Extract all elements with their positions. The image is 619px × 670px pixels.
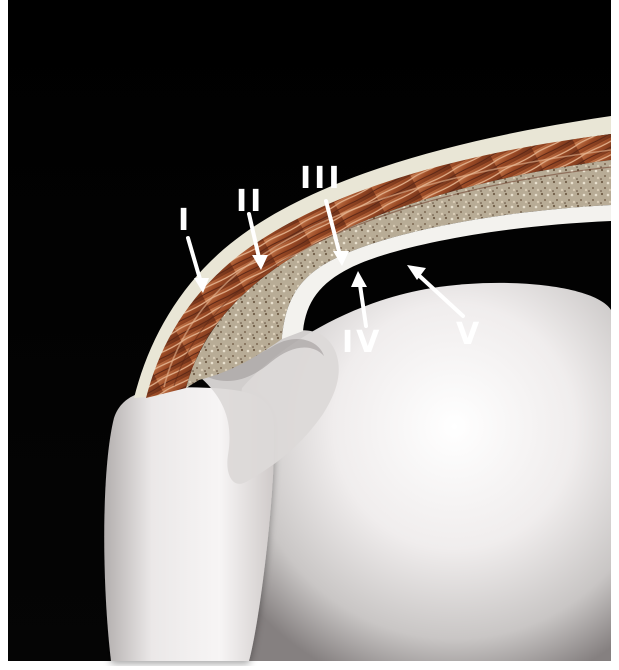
- label-layer-i: I: [178, 203, 192, 238]
- label-layer-iv: IV: [342, 325, 382, 360]
- label-layer-iii: III: [300, 161, 343, 196]
- label-layer-ii: II: [236, 184, 264, 219]
- label-layer-v: V: [456, 317, 482, 352]
